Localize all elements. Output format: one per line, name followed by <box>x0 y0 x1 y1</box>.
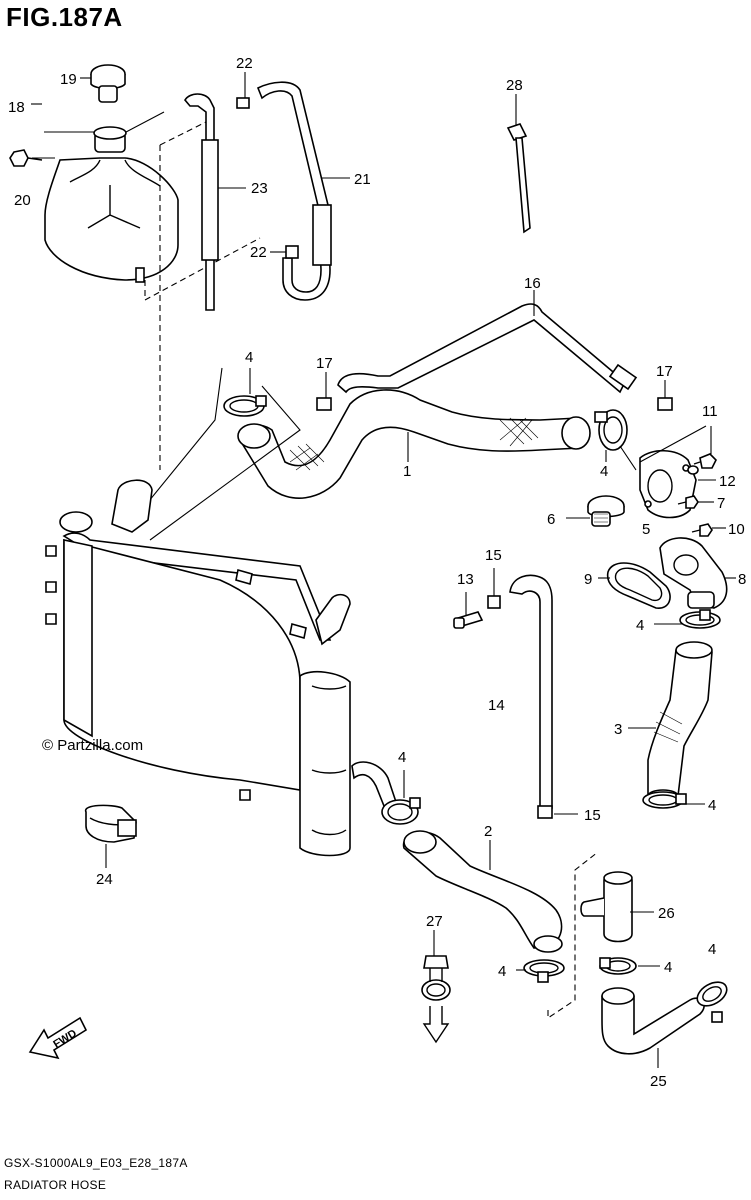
radiator-inlet-hose-1[interactable] <box>237 389 591 499</box>
callout-5[interactable]: 5 <box>642 521 650 538</box>
callout-20[interactable]: 20 <box>14 192 31 209</box>
figure-title: FIG.187A <box>6 2 123 32</box>
callout-16[interactable]: 16 <box>524 275 541 292</box>
hose-clamp-4-cover[interactable] <box>679 609 721 629</box>
thermostat-6[interactable] <box>587 495 625 527</box>
callout-13[interactable]: 13 <box>457 571 474 588</box>
callout-22-bottom[interactable]: 22 <box>250 244 267 261</box>
hose-clamp-27[interactable] <box>421 955 451 1001</box>
overflow-hose-21[interactable] <box>256 81 332 301</box>
callout-10[interactable]: 10 <box>728 521 745 538</box>
washer-12[interactable] <box>687 465 699 475</box>
callout-9[interactable]: 9 <box>584 571 592 588</box>
reservoir-cap[interactable] <box>90 64 126 103</box>
hose-clamp-4-radiator-outlet[interactable] <box>381 797 421 825</box>
callout-4-standalone[interactable]: 4 <box>708 941 716 958</box>
water-pipe-26[interactable] <box>580 871 633 943</box>
hose-clamp-4-hose-2[interactable] <box>523 959 565 983</box>
callout-26[interactable]: 26 <box>658 905 675 922</box>
thermostat-bolt-11[interactable] <box>693 453 717 469</box>
clamp-22-bottom[interactable] <box>285 245 299 259</box>
callout-23[interactable]: 23 <box>251 180 268 197</box>
hose-clamp-4-pipe-26[interactable] <box>599 957 637 975</box>
callout-19[interactable]: 19 <box>60 71 77 88</box>
bolt-13[interactable] <box>453 611 484 629</box>
callout-4-thermostat[interactable]: 4 <box>600 463 608 480</box>
callout-4-cover[interactable]: 4 <box>636 617 644 634</box>
radiator-outlet-hose-2[interactable] <box>402 830 563 953</box>
model-code: GSX-S1000AL9_E03_E28_187A <box>4 1156 188 1170</box>
fwd-arrow-icon: FWD <box>28 1016 88 1060</box>
callout-4-upper-left[interactable]: 4 <box>245 349 253 366</box>
reservoir-hose-23[interactable] <box>184 93 219 311</box>
callout-25[interactable]: 25 <box>650 1073 667 1090</box>
hose-clamp-4-thermostat[interactable] <box>594 409 628 451</box>
hose-clamp-4-upper-left[interactable] <box>223 395 267 417</box>
callout-4-radiator-outlet[interactable]: 4 <box>398 749 406 766</box>
callout-18[interactable]: 18 <box>8 99 25 116</box>
hose-14[interactable] <box>509 574 553 809</box>
callout-22-top[interactable]: 22 <box>236 55 253 72</box>
callout-17-right[interactable]: 17 <box>656 363 673 380</box>
callout-3[interactable]: 3 <box>614 721 622 738</box>
callout-17-left[interactable]: 17 <box>316 355 333 372</box>
reservoir-bolt[interactable] <box>9 149 43 167</box>
bolt-7[interactable] <box>677 495 699 509</box>
callout-6[interactable]: 6 <box>547 511 555 528</box>
hose-3[interactable] <box>647 641 713 803</box>
callout-14[interactable]: 14 <box>488 697 505 714</box>
hose-clamp-4-hose-25[interactable] <box>693 977 731 1023</box>
callout-4-lower-right[interactable]: 4 <box>708 797 716 814</box>
callout-24[interactable]: 24 <box>96 871 113 888</box>
callout-21[interactable]: 21 <box>354 171 371 188</box>
gasket-9[interactable] <box>606 562 671 609</box>
callout-28[interactable]: 28 <box>506 77 523 94</box>
radiator[interactable] <box>45 479 398 857</box>
callout-15-lower[interactable]: 15 <box>584 807 601 824</box>
clamp-17-right[interactable] <box>657 397 673 411</box>
clamp-24[interactable] <box>85 804 137 843</box>
callout-27[interactable]: 27 <box>426 913 443 930</box>
clamp-22-top[interactable] <box>236 97 250 109</box>
callout-7[interactable]: 7 <box>717 495 725 512</box>
hose-clamp-4-lower-right[interactable] <box>642 791 687 809</box>
callout-15-upper[interactable]: 15 <box>485 547 502 564</box>
clamp-15-upper[interactable] <box>487 595 501 609</box>
water-hose-25[interactable] <box>601 987 705 1055</box>
cable-tie-28[interactable] <box>506 123 531 234</box>
clamp-15-lower[interactable] <box>537 805 553 819</box>
figure-caption: RADIATOR HOSE <box>4 1178 107 1192</box>
callout-8[interactable]: 8 <box>738 571 746 588</box>
bolt-10[interactable] <box>691 523 713 537</box>
callout-4-pipe-26[interactable]: 4 <box>664 959 672 976</box>
thermostat-cover-8[interactable] <box>659 537 728 609</box>
copyright-notice: © Partzilla.com <box>42 737 144 754</box>
callout-1[interactable]: 1 <box>403 463 411 480</box>
reservoir-tank[interactable] <box>44 126 179 283</box>
clamp-17-left[interactable] <box>316 397 332 411</box>
callout-4-hose-2[interactable]: 4 <box>498 963 506 980</box>
callout-2[interactable]: 2 <box>484 823 492 840</box>
callout-12[interactable]: 12 <box>719 473 736 490</box>
breather-hose-16[interactable] <box>337 303 638 394</box>
callout-11[interactable]: 11 <box>702 403 718 420</box>
